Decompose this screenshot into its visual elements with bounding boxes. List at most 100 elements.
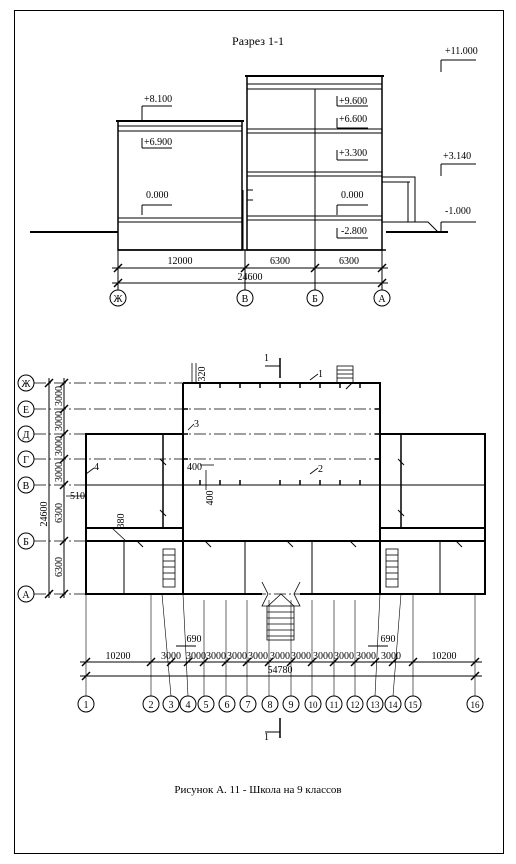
left-dim-2: 3000 — [54, 411, 65, 431]
section-axis-v: В — [242, 294, 249, 305]
left-dim-total: 24600 — [39, 502, 50, 527]
level-markers — [141, 59, 476, 239]
col-axis-13: 13 — [371, 700, 381, 710]
dim-320: 320 — [197, 367, 208, 382]
section-1-1 — [30, 59, 476, 307]
plan-walls — [85, 382, 486, 595]
col-axis-3: 3 — [169, 700, 174, 711]
figure-caption: Рисунок А. 11 - Школа на 9 классов — [174, 784, 341, 796]
plan-column-axes — [85, 593, 476, 697]
plan-row-axes — [34, 382, 485, 595]
dim-690-left: 690 — [187, 634, 202, 645]
callout-4: 4 — [94, 462, 99, 473]
section-right-block — [242, 75, 384, 251]
section-axis-a: А — [378, 294, 386, 305]
col-axis-8: 8 — [268, 700, 273, 711]
col-axis-6: 6 — [225, 700, 230, 711]
col-axis-7: 7 — [246, 700, 251, 711]
row-axis-e: Е — [23, 405, 29, 416]
level-3300: +3.300 — [339, 148, 367, 159]
section-axis-bubbles — [109, 289, 391, 307]
section-mark-top: 1 — [264, 353, 269, 364]
dim-6300-b: 6300 — [339, 256, 359, 267]
row-axis-v: В — [23, 481, 30, 492]
col-axis-14: 14 — [389, 700, 399, 710]
col-axis-16: 16 — [471, 700, 481, 710]
section-left-block — [116, 120, 244, 251]
dim-6300-a: 6300 — [270, 256, 290, 267]
row-axis-a: А — [22, 590, 30, 601]
bottom-dim-11: 3000 — [356, 651, 376, 662]
floor-plan — [17, 358, 486, 738]
left-dim-4: 3000 — [54, 462, 65, 482]
bottom-dim-9: 3000 — [313, 651, 333, 662]
plan-column-bubbles — [77, 695, 484, 713]
col-axis-1: 1 — [84, 700, 89, 711]
row-axis-b: Б — [23, 537, 29, 548]
col-axis-9: 9 — [289, 700, 294, 711]
dim-54780: 54780 — [268, 665, 293, 676]
level-8100: +8.100 — [144, 94, 172, 105]
dim-380: 380 — [116, 514, 127, 529]
level-minus-1000: -1.000 — [445, 206, 471, 217]
plan-doors — [136, 382, 463, 548]
level-6900: +6.900 — [144, 137, 172, 148]
plan-row-bubbles — [17, 374, 35, 603]
col-axis-15: 15 — [409, 700, 419, 710]
dim-400-a: 400 — [187, 462, 202, 473]
plan-columns — [183, 383, 380, 485]
callout-1: 1 — [318, 369, 323, 380]
col-axis-11: 11 — [330, 700, 339, 710]
plan-stairs — [162, 365, 399, 641]
level-6600: +6.600 — [339, 114, 367, 125]
left-dim-1: 3000 — [54, 386, 65, 406]
row-axis-zh: Ж — [22, 379, 31, 390]
bottom-dim-5: 3000 — [227, 651, 247, 662]
dim-690-right: 690 — [381, 634, 396, 645]
bottom-dim-13: 10200 — [432, 651, 457, 662]
bottom-dim-2: 3000 — [161, 651, 181, 662]
left-dim-5: 6300 — [54, 503, 65, 523]
section-porch — [382, 176, 439, 233]
level-11000: +11.000 — [445, 46, 478, 57]
col-axis-10: 10 — [309, 700, 319, 710]
level-minus-2800: -2.800 — [341, 226, 367, 237]
col-axis-12: 12 — [351, 700, 360, 710]
bottom-dim-12: 3000 — [381, 651, 401, 662]
section-title: Разрез 1-1 — [232, 34, 284, 48]
dim-510: 510 — [70, 491, 85, 502]
dim-12000: 12000 — [168, 256, 193, 267]
callout-3: 3 — [194, 419, 199, 430]
plan-left-dimensions — [44, 378, 69, 599]
dim-24600: 24600 — [238, 272, 263, 283]
dim-400-b: 400 — [205, 491, 216, 506]
section-dimensions — [112, 250, 388, 290]
col-axis-2: 2 — [149, 700, 154, 711]
callout-2: 2 — [318, 464, 323, 475]
section-mark-bottom: 1 — [264, 732, 269, 743]
section-cut-marks — [265, 358, 281, 738]
left-dim-6: 6300 — [54, 557, 65, 577]
level-0000-left: 0.000 — [146, 190, 169, 201]
section-axis-b: Б — [312, 294, 318, 305]
plan-bottom-dimensions — [80, 645, 482, 681]
col-axis-5: 5 — [204, 700, 209, 711]
row-axis-d: Д — [23, 430, 30, 441]
col-axis-4: 4 — [186, 700, 191, 711]
row-axis-g: Г — [23, 455, 29, 466]
bottom-dim-7: 3000 — [270, 651, 290, 662]
section-axis-zh: Ж — [114, 294, 123, 305]
bottom-dim-6: 3000 — [248, 651, 268, 662]
level-3140: +3.140 — [443, 151, 471, 162]
left-dim-3: 3000 — [54, 436, 65, 456]
level-9600: +9.600 — [339, 96, 367, 107]
bottom-dim-4: 3000 — [206, 651, 226, 662]
plan-detail-marks — [66, 363, 319, 542]
bottom-dim-1: 10200 — [106, 651, 131, 662]
bottom-dim-3: 3000 — [186, 651, 206, 662]
level-0000-right: 0.000 — [341, 190, 364, 201]
sheet-frame — [14, 10, 504, 854]
bottom-dim-10: 3000 — [334, 651, 354, 662]
